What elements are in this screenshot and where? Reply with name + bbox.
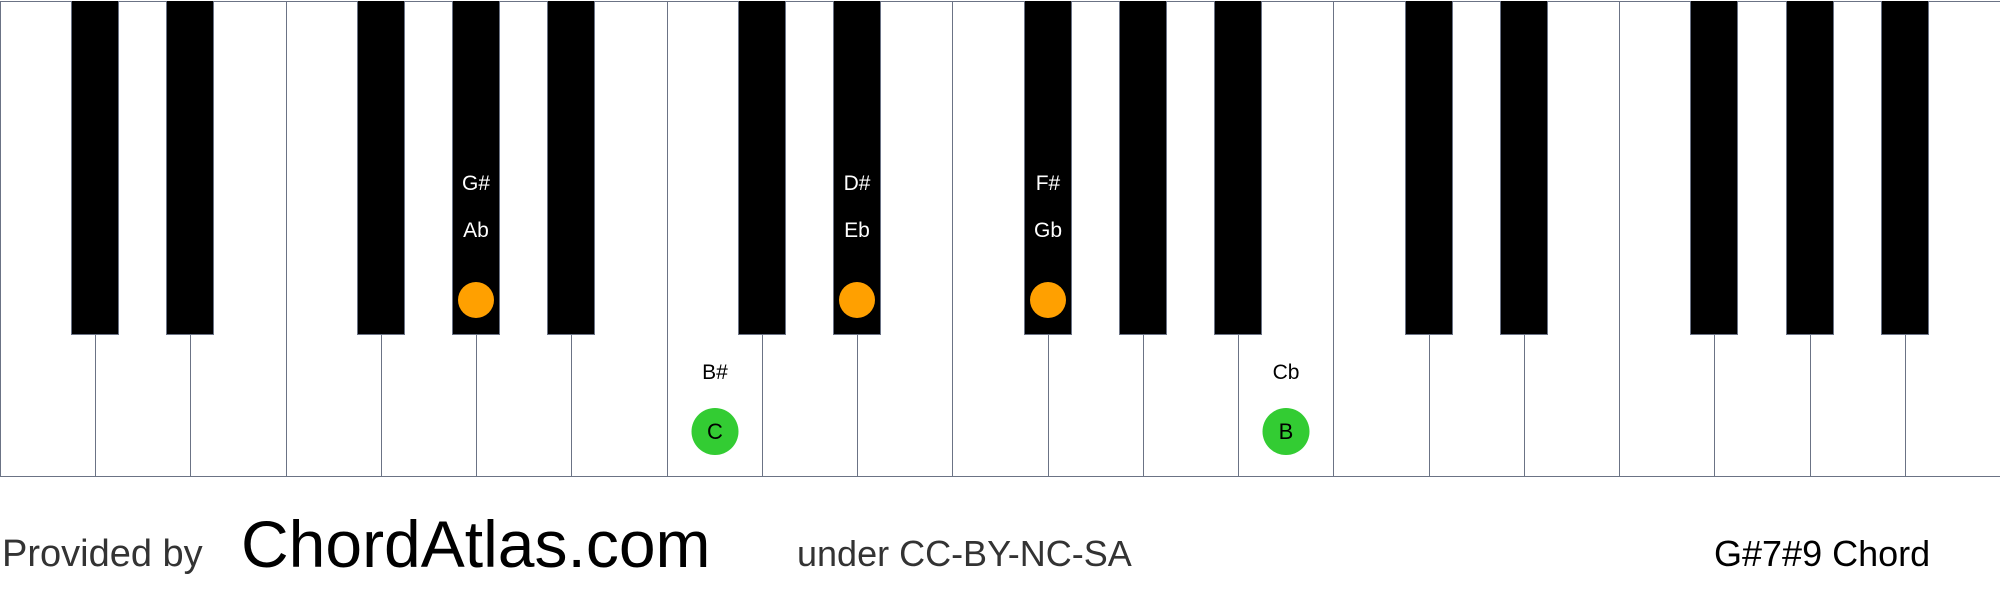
- chord-note-marker: B: [1262, 408, 1310, 455]
- chord-note-marker-icon: [458, 282, 494, 318]
- black-key-f-sharp[interactable]: [357, 1, 405, 335]
- note-name-label: B#: [702, 361, 728, 384]
- black-key-g-sharp[interactable]: [1786, 1, 1834, 335]
- black-key-f-sharp[interactable]: F# Gb: [1024, 1, 1072, 335]
- black-key-c-sharp[interactable]: [1405, 1, 1453, 335]
- provided-by-text: Provided by: [2, 533, 203, 575]
- black-key-d-sharp[interactable]: D# Eb: [833, 1, 881, 335]
- black-key-a-sharp[interactable]: [1881, 1, 1929, 335]
- black-key-g-sharp[interactable]: [1119, 1, 1167, 335]
- marker-note-text: B: [1278, 418, 1294, 444]
- note-name-label: D#: [843, 172, 871, 195]
- note-name-label: Ab: [463, 219, 489, 242]
- chord-title: G#7#9 Chord: [1714, 533, 1931, 574]
- chord-note-marker: C: [691, 408, 739, 455]
- note-name-label: Gb: [1033, 219, 1062, 242]
- black-key-a-sharp[interactable]: [547, 1, 595, 335]
- note-name-label: Eb: [844, 219, 870, 242]
- license-text: under CC-BY-NC-SA: [797, 533, 1132, 574]
- black-key-f-sharp[interactable]: [1690, 1, 1738, 335]
- chord-note-marker-icon: [839, 282, 875, 318]
- marker-note-text: C: [707, 418, 723, 444]
- black-key-c-sharp[interactable]: [71, 1, 119, 335]
- black-key-a-sharp[interactable]: [1214, 1, 1262, 335]
- brand-logo-text: ChordAtlas.com: [241, 507, 711, 581]
- note-name-label: F#: [1035, 172, 1061, 195]
- black-key-d-sharp[interactable]: [1500, 1, 1548, 335]
- note-name-label: Cb: [1272, 361, 1300, 384]
- chord-note-marker-icon: [1030, 282, 1066, 318]
- black-key-d-sharp[interactable]: [166, 1, 214, 335]
- note-name-label: G#: [461, 172, 490, 195]
- black-key-g-sharp[interactable]: G# Ab: [452, 1, 500, 335]
- black-key-c-sharp[interactable]: [738, 1, 786, 335]
